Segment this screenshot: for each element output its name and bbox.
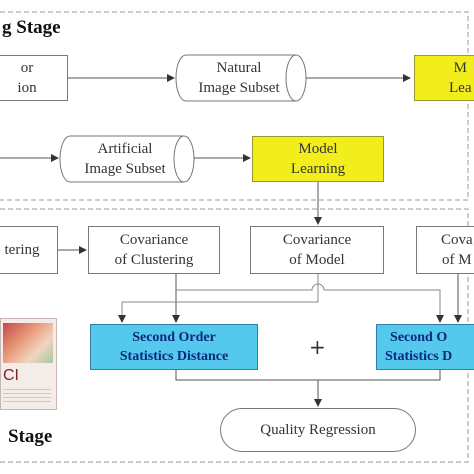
line-distances-merge	[175, 370, 441, 381]
clustering-label: tering	[4, 242, 40, 258]
natural-subset-cylinder	[175, 54, 307, 102]
line-covclust-to-right-distance	[176, 283, 444, 323]
top-stage-frame	[0, 11, 469, 201]
quality-regression-label: Quality Regression	[260, 421, 376, 438]
distance-left-label: Second Order Statistics Distance	[119, 330, 229, 364]
natural-subset-label: Natural Image Subset	[198, 60, 280, 96]
feature-extraction-label: or ion	[17, 60, 37, 96]
model-learning-top-label: M Lea	[449, 60, 472, 96]
covariance-right-box: Cova of M	[416, 226, 474, 274]
line-covmodel-to-left-distance	[118, 274, 319, 323]
covariance-clustering-box: Covariance of Clustering	[88, 226, 220, 274]
artificial-subset-label: Artificial Image Subset	[84, 141, 166, 177]
testing-stage-label: Stage	[8, 426, 53, 447]
plus-sign: +	[309, 335, 326, 359]
model-learning-label: Model Learning	[290, 141, 346, 177]
model-learning-box: Model Learning	[252, 136, 384, 182]
feature-extraction-box: or ion	[0, 55, 68, 101]
thumbnail-caption: CI	[3, 367, 19, 384]
training-stage-label: g Stage	[2, 17, 61, 38]
model-learning-top-box: M Lea	[414, 55, 474, 101]
thumbnail-photo	[3, 323, 53, 363]
covariance-right-label: Cova of M	[441, 232, 473, 268]
quality-regression-box: Quality Regression	[220, 408, 416, 452]
covariance-model-box: Covariance of Model	[250, 226, 384, 274]
artificial-subset-cylinder	[59, 135, 195, 183]
thumbnail-text-lines	[3, 389, 51, 403]
covariance-model-label: Covariance of Model	[282, 232, 352, 268]
distance-right-box: Second O Statistics D	[376, 324, 474, 370]
distance-right-label: Second O Statistics D	[385, 330, 453, 364]
sample-image-thumbnail: CI	[0, 318, 57, 410]
clustering-box: tering	[0, 226, 58, 274]
covariance-clustering-label: Covariance of Clustering	[114, 232, 194, 268]
distance-left-box: Second Order Statistics Distance	[90, 324, 258, 370]
